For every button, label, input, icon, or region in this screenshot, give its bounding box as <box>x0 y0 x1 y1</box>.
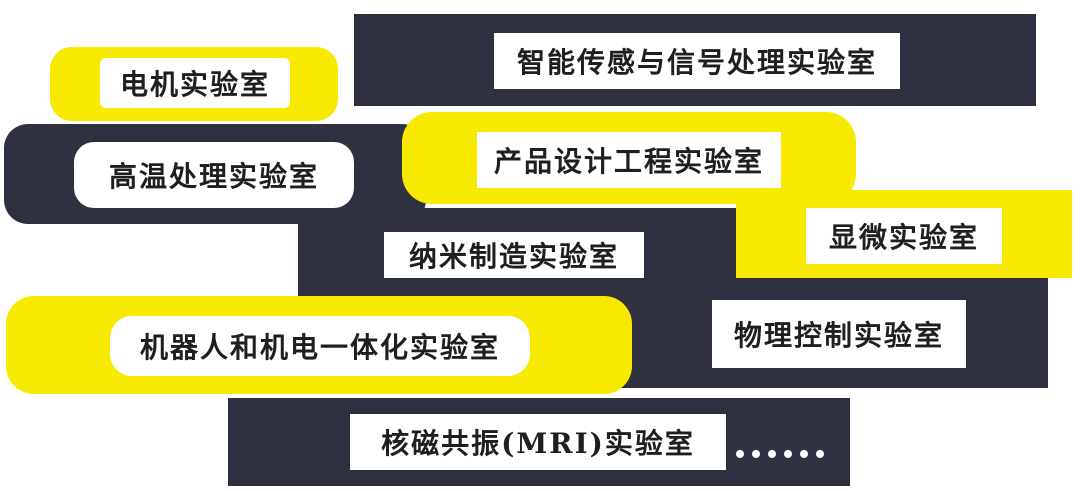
dot-icon <box>752 450 760 458</box>
lab-label-physical-control: 物理控制实验室 <box>712 300 966 368</box>
dot-icon <box>736 450 744 458</box>
lab-label-nmr: 核磁共振(MRI)实验室 <box>350 414 726 470</box>
dot-icon <box>784 450 792 458</box>
ellipsis-dots-icon <box>736 450 824 458</box>
lab-label-product-design: 产品设计工程实验室 <box>477 132 781 188</box>
dot-icon <box>816 450 824 458</box>
dot-icon <box>768 450 776 458</box>
lab-label-nano: 纳米制造实验室 <box>384 232 644 278</box>
lab-label-smart-sensing: 智能传感与信号处理实验室 <box>494 33 900 89</box>
lab-label-microscopy: 显微实验室 <box>806 208 1002 264</box>
dot-icon <box>800 450 808 458</box>
lab-label-robotics: 机器人和机电一体化实验室 <box>110 316 530 376</box>
lab-label-high-temp: 高温处理实验室 <box>74 142 354 208</box>
lab-label-motor: 电机实验室 <box>100 58 290 108</box>
